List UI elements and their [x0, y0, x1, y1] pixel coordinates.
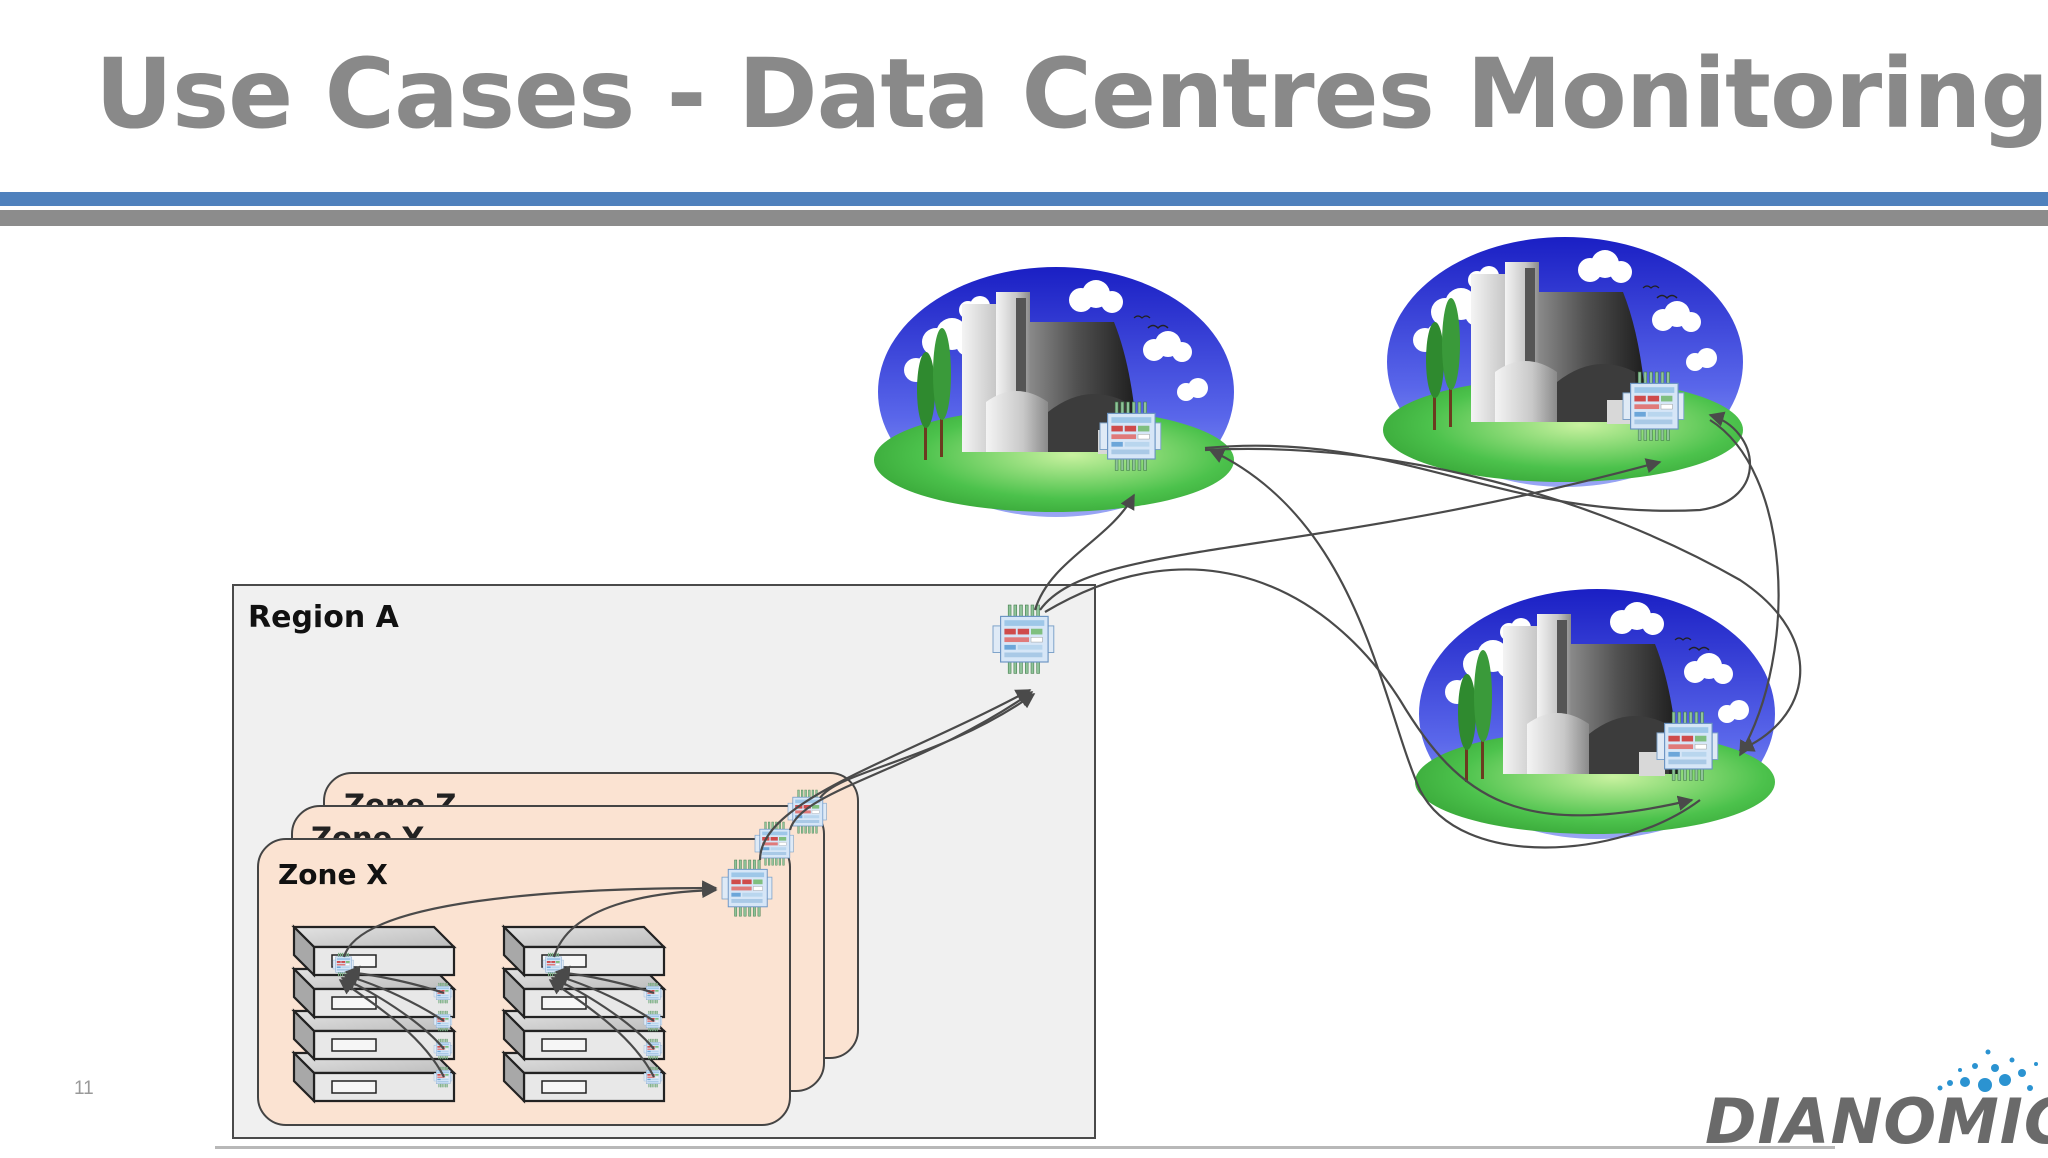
- connection-arrows: [338, 411, 1802, 1078]
- data-centre-building-icon: [873, 266, 1235, 518]
- footer-rule: [215, 1146, 1835, 1149]
- region-label: Region A: [248, 600, 400, 635]
- data-centre-1: [873, 266, 1235, 518]
- header-rule-gray: [0, 210, 2048, 226]
- dianomic-logo-icon: [1937, 1049, 2038, 1092]
- server-stack-icon: [292, 925, 456, 1103]
- brand-wordmark: DIANOMIC: [1705, 1085, 2048, 1158]
- page-number: 11: [74, 1078, 94, 1099]
- server-stack-icon: [502, 925, 666, 1103]
- slide-title: Use Cases - Data Centres Monitoring: [95, 38, 2048, 150]
- data-centre-building-icon: [1382, 236, 1744, 488]
- data-centre-building-icon: [1414, 588, 1776, 840]
- header-rule-blue: [0, 192, 2048, 206]
- data-centre-2: [1382, 236, 1744, 488]
- zone-x-label: Zone X: [278, 858, 388, 891]
- data-centre-3: [1414, 588, 1776, 840]
